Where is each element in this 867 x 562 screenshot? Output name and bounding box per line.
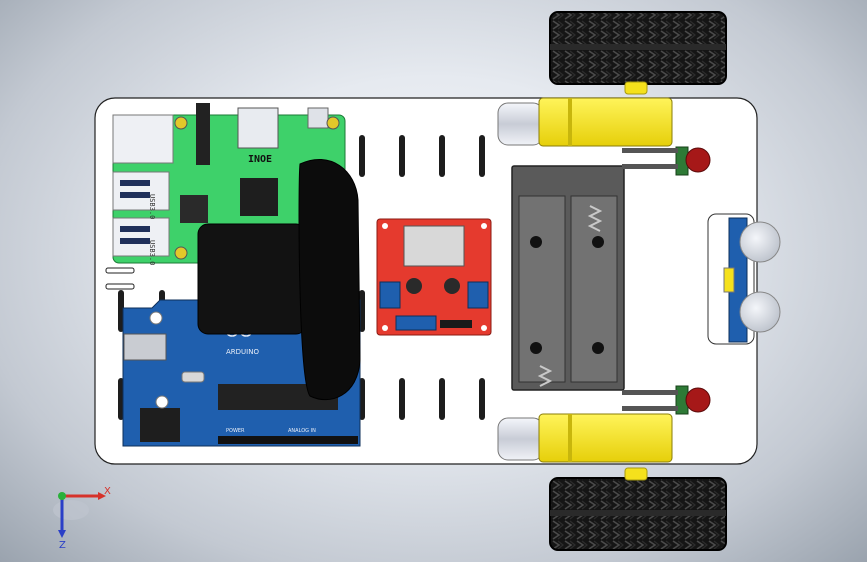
motor-bottom [497,413,673,463]
battery-hole [530,236,542,248]
power-terminal [395,315,437,331]
axle-bottom [624,467,648,481]
mount-hole [481,223,487,229]
ethernet-port [112,114,174,164]
gpio-header [196,103,210,165]
ram-chip [180,195,208,223]
logic-header [440,320,472,328]
chassis-slot [479,135,485,177]
usb-port-1 [112,171,170,211]
chassis-slot [105,267,135,274]
capacitor [406,278,422,294]
spring-contact [537,365,553,387]
arduino-header-text-2: ANALOG IN [288,428,316,434]
wheel-bottom [549,477,727,551]
terminal-block-right [467,281,489,309]
heatsink [403,225,465,267]
chassis-slot [439,135,445,177]
power-bank [197,158,361,401]
z-axis-label: Z [59,540,66,551]
crystal [181,371,205,383]
ultrasonic-receiver [739,291,781,333]
mount-hole [149,311,163,325]
mount-hole [174,246,188,260]
mount-hole [382,223,388,229]
mount-hole [174,116,188,130]
mount-hole [326,116,340,130]
arduino-logo-text: ARDUINO [226,348,259,356]
usb-b-port [123,333,167,361]
mount-hole [481,325,487,331]
led-bottom [622,385,711,415]
hdmi-port [237,107,279,149]
axis-triad: X Z [53,486,111,551]
chassis-slot [105,283,135,290]
motor-top [497,97,673,147]
battery-hole [592,342,604,354]
mount-hole [155,395,169,409]
mount-hole [382,325,388,331]
battery-hole [592,236,604,248]
ultrasonic-sensor [707,213,781,345]
power-port [307,107,329,129]
chassis-slot [359,135,365,177]
power-header [218,436,358,444]
usb-label-1: USB3.0 [148,194,156,219]
ultrasonic-transmitter [739,221,781,263]
axle-top [624,81,648,95]
terminal-block-left [379,281,401,309]
chassis-slot [479,378,485,420]
chassis-slot [439,378,445,420]
battery-hole [530,342,542,354]
x-axis-label: X [104,486,111,497]
wheel-top [549,11,727,85]
led-top [622,146,711,176]
spring-contact [587,205,603,232]
capacitor [444,278,460,294]
soc-chip [240,178,278,216]
dc-jack [140,408,180,442]
usb-port-2 [112,217,170,257]
usb-label-2: USB3.0 [148,240,156,265]
chassis-slot [399,135,405,177]
battery-holder [511,165,625,391]
chassis-slot [399,378,405,420]
pi-logo-text: INOE [248,154,272,165]
arduino-header-text-1: POWER [226,428,245,434]
motor-driver-board [376,218,492,336]
y-axis-dot [58,492,66,500]
